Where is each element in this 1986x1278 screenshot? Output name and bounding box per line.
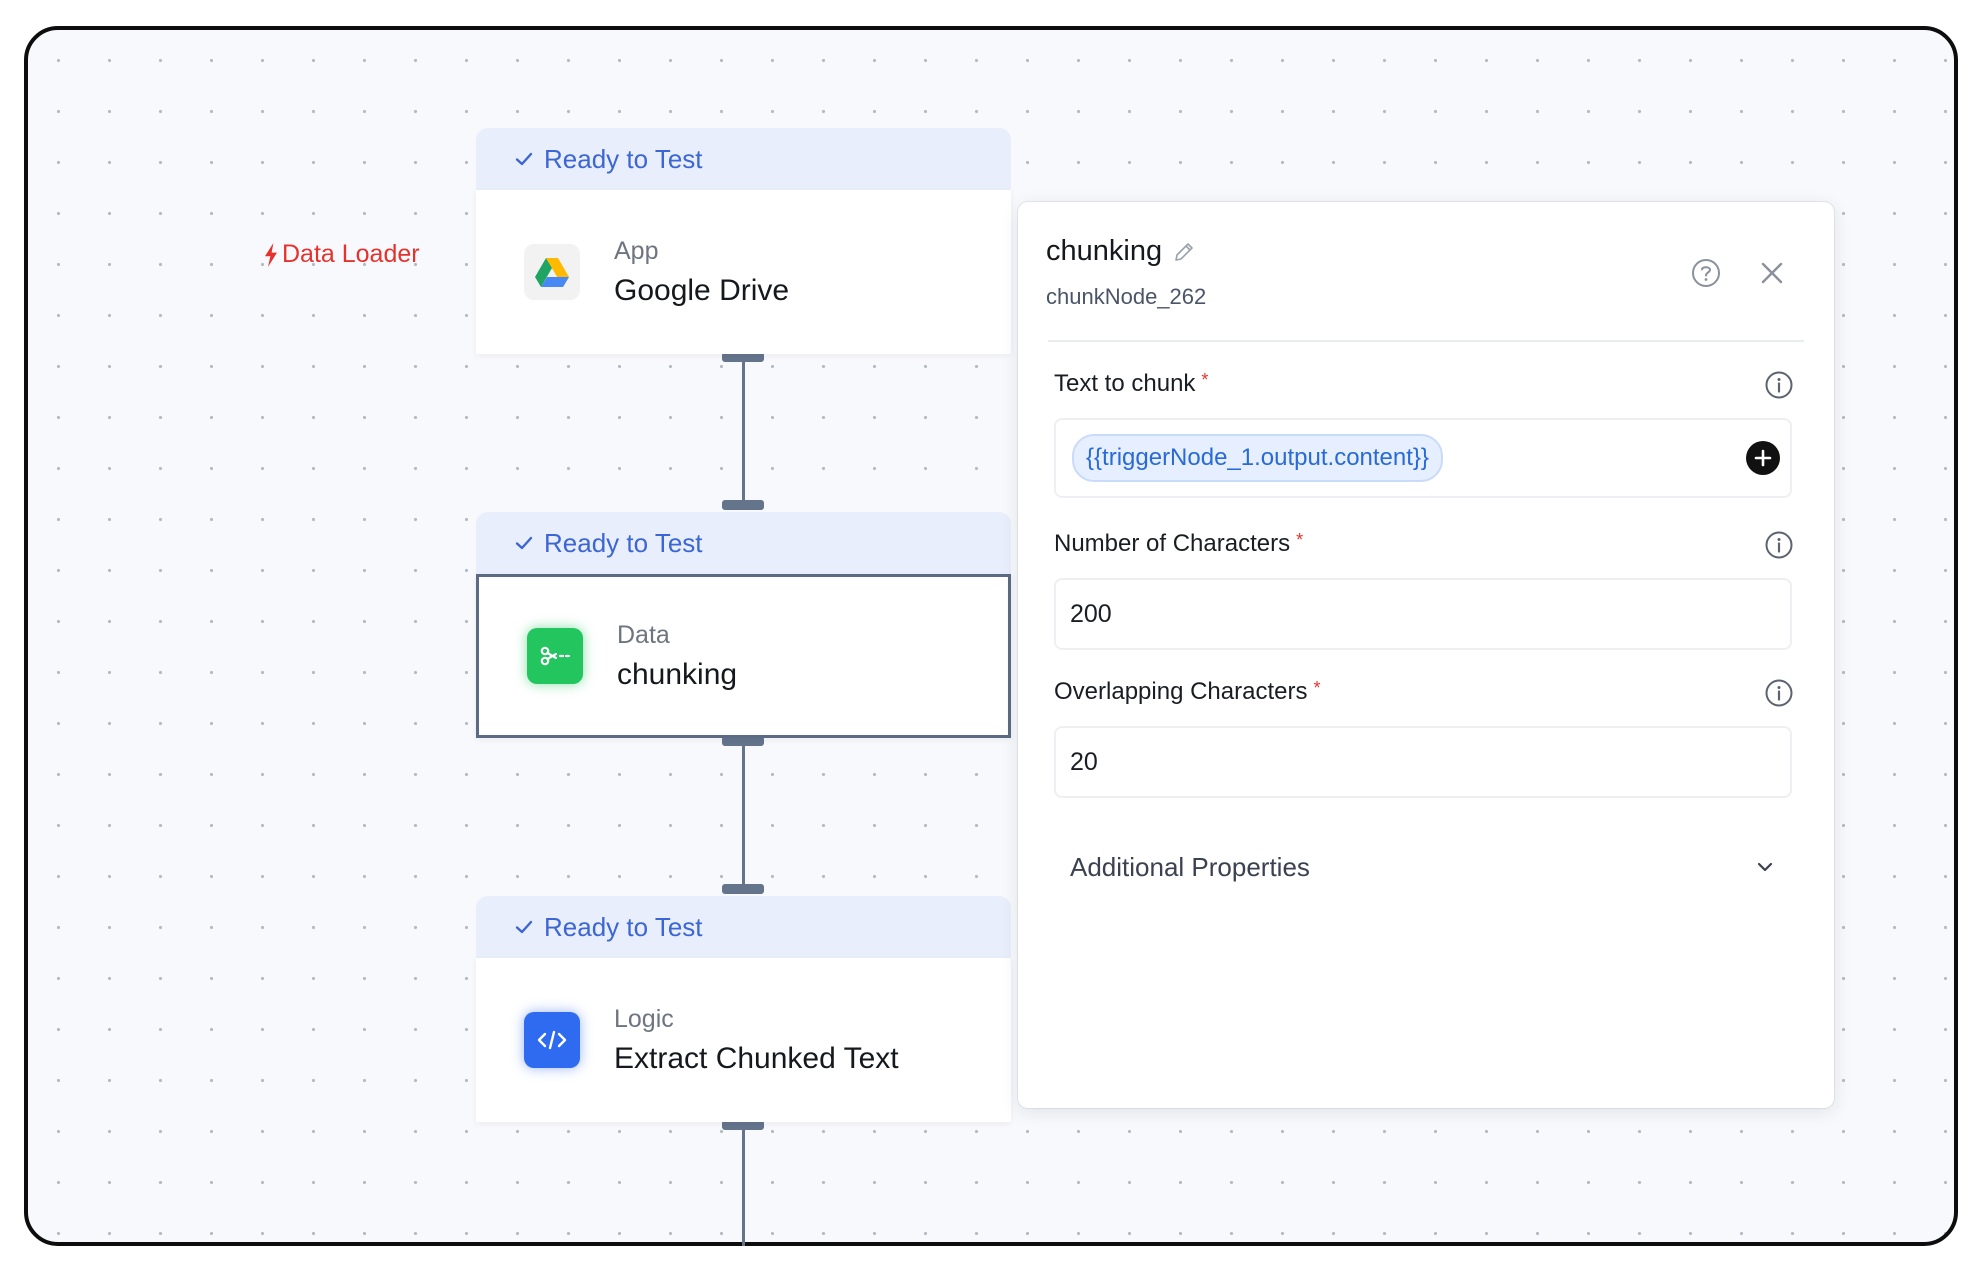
node-card-selected[interactable]: Data chunking (476, 574, 1011, 738)
field-label-number-of-characters: Number of Characters* (1054, 530, 1303, 558)
required-mark: * (1313, 678, 1321, 698)
additional-properties-toggle[interactable]: Additional Properties (1070, 852, 1310, 882)
trigger-tag: Data Loader (262, 240, 420, 269)
node-status-bar: Ready to Test (476, 512, 1011, 574)
connector-handle[interactable] (722, 884, 764, 894)
field-label-text: Overlapping Characters (1054, 678, 1308, 705)
field-label-text-to-chunk: Text to chunk* (1054, 370, 1208, 398)
info-icon[interactable] (1764, 370, 1794, 400)
panel-title: chunking (1046, 235, 1196, 268)
lightning-icon (265, 242, 277, 267)
google-drive-icon (524, 244, 580, 300)
node-config-panel: chunking chunkNode_262 Text to chunk* {{… (1018, 202, 1834, 1108)
plus-icon (1754, 449, 1772, 467)
node-status-bar: Ready to Test (476, 128, 1011, 190)
node-status-label: Ready to Test (544, 911, 703, 942)
connector-line (742, 356, 745, 506)
variable-chip[interactable]: {{triggerNode_1.output.content}} (1072, 434, 1443, 482)
code-icon (524, 1012, 580, 1068)
field-value: 20 (1070, 748, 1098, 776)
node-title: Google Drive (614, 273, 790, 307)
trigger-tag-label: Data Loader (282, 240, 420, 268)
check-icon (515, 152, 533, 166)
panel-node-id: chunkNode_262 (1046, 284, 1207, 309)
panel-divider (1048, 340, 1804, 342)
check-icon (515, 536, 533, 550)
connector-handle[interactable] (722, 736, 764, 746)
connector-line (742, 1124, 745, 1246)
node-card[interactable]: Logic Extract Chunked Text (476, 958, 1011, 1122)
node-category: Data (617, 620, 670, 649)
node-title: chunking (617, 657, 738, 691)
field-value: 200 (1070, 600, 1112, 628)
panel-title-text: chunking (1046, 235, 1163, 267)
workflow-node-google-drive[interactable]: Ready to Test App Google Drive (476, 128, 1011, 354)
scissors-icon (527, 628, 583, 684)
number-of-characters-input[interactable]: 200 (1054, 578, 1792, 650)
pencil-icon[interactable] (1172, 240, 1196, 264)
required-mark: * (1296, 530, 1304, 550)
info-icon[interactable] (1764, 678, 1794, 708)
node-category: Logic (614, 1004, 674, 1033)
connector-handle[interactable] (722, 500, 764, 510)
chevron-down-icon[interactable] (1752, 854, 1778, 880)
connector-line (742, 740, 745, 890)
help-icon[interactable] (1690, 257, 1722, 289)
connector-handle[interactable] (722, 352, 764, 362)
node-category: App (614, 236, 659, 265)
workflow-node-extract-chunked-text[interactable]: Ready to Test Logic Extract Chunked Text (476, 896, 1011, 1122)
workflow-node-chunking[interactable]: Ready to Test Data chunking (476, 512, 1011, 738)
connector-handle[interactable] (722, 1120, 764, 1130)
node-status-bar: Ready to Test (476, 896, 1011, 958)
text-to-chunk-input[interactable]: {{triggerNode_1.output.content}} (1054, 418, 1792, 498)
field-label-overlapping-characters: Overlapping Characters* (1054, 678, 1320, 706)
close-icon[interactable] (1758, 259, 1786, 287)
required-mark: * (1201, 370, 1209, 390)
add-variable-button[interactable] (1746, 441, 1780, 475)
node-status-label: Ready to Test (544, 143, 703, 174)
field-label-text: Text to chunk (1054, 370, 1196, 397)
info-icon[interactable] (1764, 530, 1794, 560)
node-status-label: Ready to Test (544, 527, 703, 558)
node-title: Extract Chunked Text (614, 1041, 899, 1075)
check-icon (515, 920, 533, 934)
node-card[interactable]: App Google Drive (476, 190, 1011, 354)
field-label-text: Number of Characters (1054, 530, 1291, 557)
overlapping-characters-input[interactable]: 20 (1054, 726, 1792, 798)
